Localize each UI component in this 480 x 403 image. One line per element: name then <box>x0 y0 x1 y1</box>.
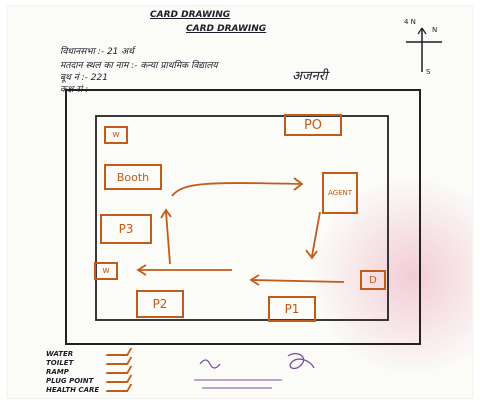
p3-box: P3 <box>100 214 152 244</box>
compass-cross-icon <box>406 27 442 72</box>
p1-box: P1 <box>268 296 316 322</box>
po-box: PO <box>284 114 342 136</box>
legend-mark-toilet <box>105 357 133 365</box>
outer-wall <box>65 89 421 345</box>
arrow-left-head <box>160 208 172 219</box>
arrow-top-head <box>293 177 304 191</box>
paper-sheet: CARD DRAWING CARD DRAWING विधानसभा :- 21… <box>8 6 472 398</box>
legend-water: WATER <box>46 350 74 358</box>
p2-box: P2 <box>136 290 184 318</box>
door-box: D <box>360 270 386 290</box>
compass-top-label: 4 N <box>404 18 416 26</box>
legend-ramp: RAMP <box>46 368 69 376</box>
inner-wall <box>95 115 389 321</box>
compass-north: N <box>432 26 438 34</box>
room-drawing <box>65 89 421 345</box>
arrow-right-head <box>305 249 318 260</box>
arrow-top <box>171 182 301 197</box>
water-box-top: w <box>104 126 128 144</box>
polling-station-cont: अजनरी <box>292 69 328 84</box>
compass: 4 N N S <box>392 16 452 76</box>
legend-mark-health <box>105 384 133 392</box>
booth-number-line: बूथ नं :- 221 <box>60 73 108 83</box>
legend-mark-water <box>105 348 133 356</box>
page-subtitle: CARD DRAWING <box>186 24 267 34</box>
polling-station-line: मतदान स्थल का नाम :- कन्या प्राथमिक विद्… <box>60 61 218 71</box>
agent-box: AGENT <box>322 172 358 214</box>
voter-flow-arrows <box>136 177 345 286</box>
assembly-line: विधानसभा :- 21 अर्थ <box>60 47 134 57</box>
legend-mark-plug <box>105 375 133 383</box>
legend-health-care: HEALTH CARE <box>46 386 100 394</box>
water-box-left: w <box>94 262 118 280</box>
official-stamp-and-signature <box>194 352 315 389</box>
booth-box: Booth <box>104 164 162 190</box>
compass-south: S <box>426 68 431 76</box>
legend-toilet: TOILET <box>46 359 74 367</box>
legend-mark-ramp <box>105 366 133 374</box>
arrow-bottom-right-head <box>249 274 260 286</box>
arrow-left <box>165 211 171 265</box>
page-title: CARD DRAWING <box>150 10 231 20</box>
arrow-bottom-left-head <box>136 264 147 276</box>
legend-plug-point: PLUG POINT <box>46 377 94 385</box>
arrow-right <box>311 211 321 257</box>
arrow-bottom-right <box>251 279 345 283</box>
pink-stain <box>312 176 472 376</box>
